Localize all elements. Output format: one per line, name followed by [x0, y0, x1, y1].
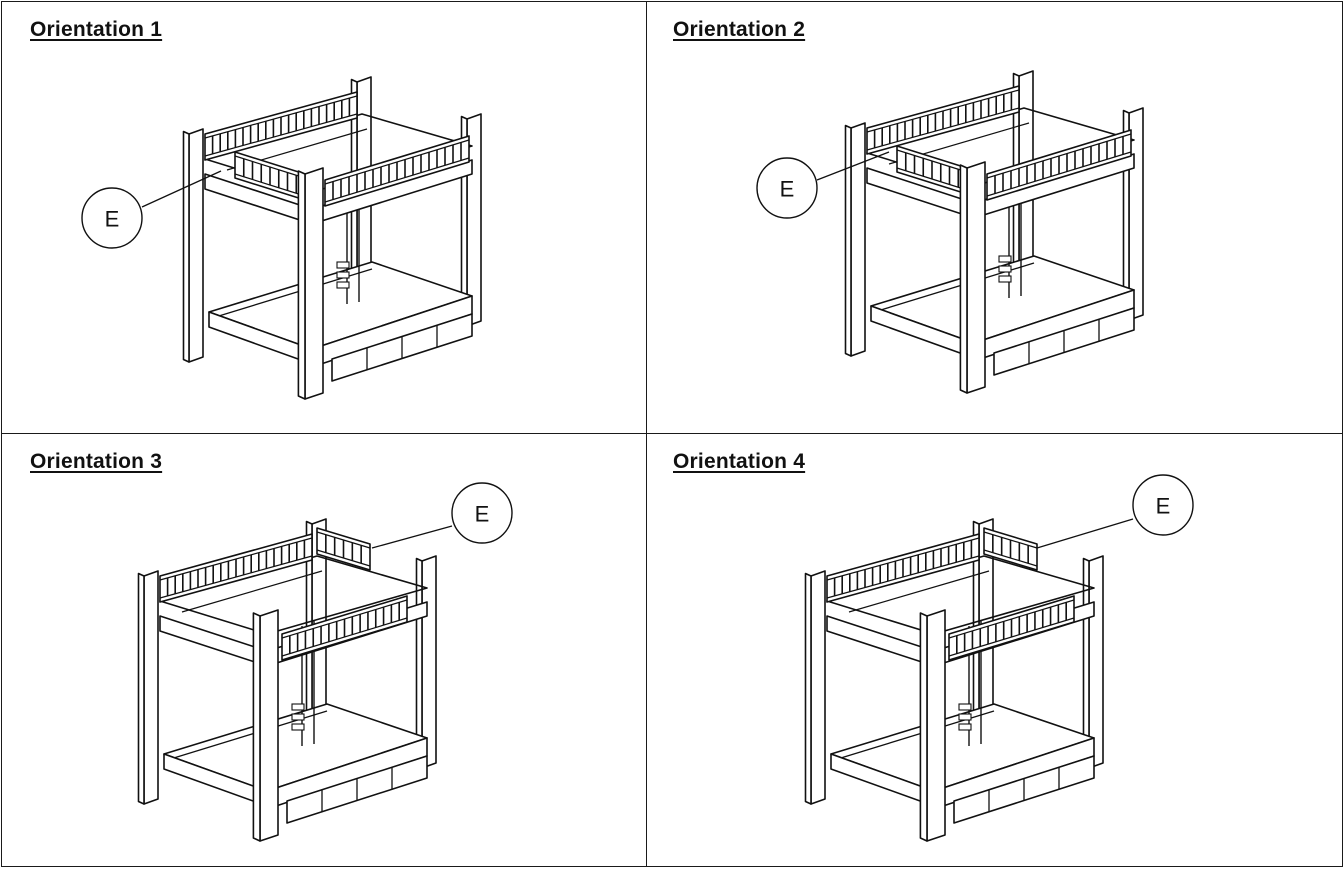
post-side-face — [844, 124, 852, 357]
back-left-post — [844, 122, 866, 357]
callout-e: E — [371, 482, 513, 549]
front-guard-rail — [281, 595, 408, 661]
back-left-post — [804, 570, 826, 805]
upper-inner-edge — [848, 570, 990, 613]
bracket-plate — [291, 723, 305, 731]
callout-label: E — [780, 177, 795, 202]
bunk-bed-drawing: E — [804, 474, 1194, 842]
callout-circle — [756, 157, 818, 219]
front-guard-rail — [948, 595, 1075, 661]
bracket-plate — [958, 703, 972, 711]
orientation-panel-2: Orientation 2 E — [647, 2, 1342, 434]
bracket-plate — [336, 281, 350, 289]
back-guard-rail — [204, 91, 358, 161]
callout-label: E — [105, 207, 120, 232]
callout-leader-line — [371, 525, 453, 549]
post-front-face — [304, 167, 324, 400]
bunk-bed-drawing: E — [81, 76, 482, 400]
end-guard-rail — [234, 151, 306, 201]
callout-circle — [451, 482, 513, 544]
post-side-face — [919, 612, 928, 842]
post-side-face — [182, 130, 190, 363]
callout-leader-line — [816, 151, 890, 181]
post-front-face — [966, 161, 986, 394]
trundle-drawer — [993, 307, 1135, 376]
front-corner-post — [252, 609, 279, 842]
bracket-plate — [291, 713, 305, 721]
panel-title: Orientation 3 — [30, 450, 163, 473]
post-side-face — [804, 572, 812, 805]
bracket-plate — [998, 255, 1012, 263]
bed-line-art — [804, 518, 1104, 842]
upper-side-board — [159, 615, 268, 667]
post-front-face — [850, 122, 866, 357]
end-guard-rail — [896, 145, 968, 195]
panel-title: Orientation 1 — [30, 18, 163, 41]
post-side-face — [959, 164, 968, 394]
panel-title: Orientation 4 — [673, 450, 806, 473]
callout-circle — [81, 187, 143, 249]
back-guard-rail — [866, 85, 1020, 155]
callout-e: E — [756, 151, 890, 219]
bed-line-art — [844, 70, 1144, 394]
panel-title: Orientation 2 — [673, 18, 806, 41]
callout-leader-line — [1036, 518, 1134, 549]
bracket-plate — [998, 265, 1012, 273]
front-corner-post — [297, 167, 324, 400]
orientation-panel-3: Orientation 3 E — [2, 434, 647, 866]
post-side-face — [252, 612, 261, 842]
callout-label: E — [475, 502, 490, 527]
callout-leader-line — [141, 170, 222, 208]
post-front-face — [188, 128, 204, 363]
bunk-bed-drawing: E — [137, 482, 513, 842]
end-guard-rail — [316, 527, 371, 571]
upper-inner-edge — [181, 570, 323, 613]
callout-circle — [1132, 474, 1194, 536]
front-corner-post — [959, 161, 986, 394]
orientation-panel-4: Orientation 4 E — [647, 434, 1342, 866]
post-side-face — [137, 572, 145, 805]
front-guard-rail — [986, 129, 1132, 201]
bed-line-art — [137, 518, 437, 842]
back-left-post — [182, 128, 204, 363]
back-guard-rail — [826, 533, 980, 603]
back-guard-rail — [159, 533, 313, 603]
bracket-plate — [336, 261, 350, 269]
front-corner-post — [919, 609, 946, 842]
back-left-post — [137, 570, 159, 805]
post-side-face — [297, 170, 306, 400]
callout-e: E — [81, 170, 222, 249]
callout-e: E — [1036, 474, 1194, 549]
bunk-bed-drawing: E — [756, 70, 1144, 394]
post-front-face — [810, 570, 826, 805]
front-guard-rail — [324, 135, 470, 207]
post-front-face — [926, 609, 946, 842]
bracket-plate — [998, 275, 1012, 283]
orientation-panel-1: Orientation 1 E — [2, 2, 647, 434]
post-front-face — [259, 609, 279, 842]
post-front-face — [143, 570, 159, 805]
upper-side-board — [826, 615, 935, 667]
trundle-drawer — [953, 755, 1095, 824]
end-guard-rail — [983, 527, 1038, 571]
trundle-drawer — [286, 755, 428, 824]
trundle-drawer — [331, 313, 473, 382]
bracket-plate — [336, 271, 350, 279]
bed-line-art — [182, 76, 482, 400]
bracket-plate — [291, 703, 305, 711]
callout-label: E — [1156, 494, 1171, 519]
bracket-plate — [958, 723, 972, 731]
bracket-plate — [958, 713, 972, 721]
